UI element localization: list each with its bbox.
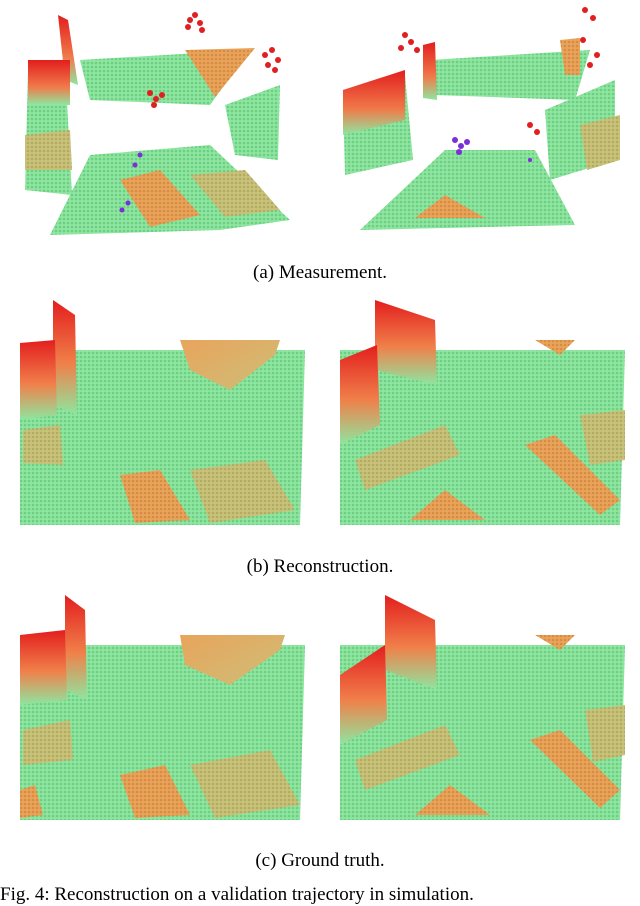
wall-left: [20, 340, 57, 420]
pointcloud-measurement-right: [343, 7, 620, 230]
wall-right: [225, 85, 280, 160]
terrain-ground-truth-right: [340, 595, 625, 820]
caption-b: (b) Reconstruction.: [246, 556, 394, 577]
outliers-purple: [119, 152, 143, 213]
floor: [340, 350, 625, 525]
wall-left-tall: [58, 15, 78, 85]
ramp-bottom: [415, 785, 490, 815]
figure-caption: Fig. 4: Reconstruction on a validation t…: [0, 884, 474, 905]
olive-bottom-right: [190, 460, 295, 523]
wall-left: [340, 345, 380, 445]
caption-a: (a) Measurement.: [253, 262, 387, 283]
row-ground-truth: [0, 590, 640, 830]
wall-back: [53, 300, 77, 415]
ramp-bottom: [410, 490, 485, 520]
ramp-bottom: [120, 765, 190, 818]
wall-left: [20, 630, 67, 705]
ramp-top-right: [560, 38, 580, 75]
wall-left-tall: [423, 42, 437, 100]
olive-right-top: [580, 410, 625, 465]
ramp-bottom: [120, 170, 200, 227]
row-measurement: [0, 0, 640, 250]
ramp-top-right: [535, 340, 575, 355]
row-reconstruction: [0, 295, 640, 535]
ramp-right: [530, 730, 620, 808]
olive-right-top: [585, 705, 625, 762]
ramp-bottom: [415, 195, 485, 218]
floor: [340, 645, 625, 820]
panel-a-right: [335, 0, 630, 245]
panel-b-left: [15, 295, 305, 530]
ramp-right: [525, 435, 620, 515]
olive-right: [580, 115, 620, 170]
wall-back: [385, 595, 437, 690]
olive-left: [355, 425, 460, 490]
olive-bottom-right: [190, 170, 280, 217]
wall-left-olive: [25, 130, 72, 170]
terrain-reconstruction-right: [340, 300, 625, 525]
panel-b-right: [335, 295, 630, 530]
caption-c: (c) Ground truth.: [255, 850, 385, 871]
ramp-bottom: [120, 470, 190, 523]
floor-top-strip: [430, 50, 590, 100]
olive-left: [23, 720, 73, 765]
olive-left: [23, 425, 63, 465]
outliers-red: [398, 7, 600, 135]
panel-c-right: [335, 590, 630, 825]
wall-left-red: [343, 70, 405, 135]
wall-left: [340, 645, 387, 745]
terrain-ground-truth-left: [20, 595, 305, 820]
pointcloud-measurement-left: [25, 12, 290, 235]
outliers-red: [147, 12, 281, 108]
outliers-purple: [452, 137, 532, 162]
wall-back: [65, 595, 87, 700]
ramp-top-right: [180, 635, 285, 685]
olive-left: [355, 725, 460, 790]
ramp-top-right: [180, 340, 280, 390]
wall-back: [375, 300, 437, 385]
terrain-reconstruction-left: [20, 300, 305, 525]
ramp-top-right: [185, 48, 255, 97]
panel-a-left: [10, 5, 300, 245]
olive-bottom-right: [190, 750, 300, 818]
panel-c-left: [15, 590, 310, 825]
ramp-corner: [20, 785, 43, 818]
wall-left-red: [28, 60, 70, 105]
floor-bottom: [360, 150, 575, 230]
ramp-top-right: [535, 635, 575, 650]
